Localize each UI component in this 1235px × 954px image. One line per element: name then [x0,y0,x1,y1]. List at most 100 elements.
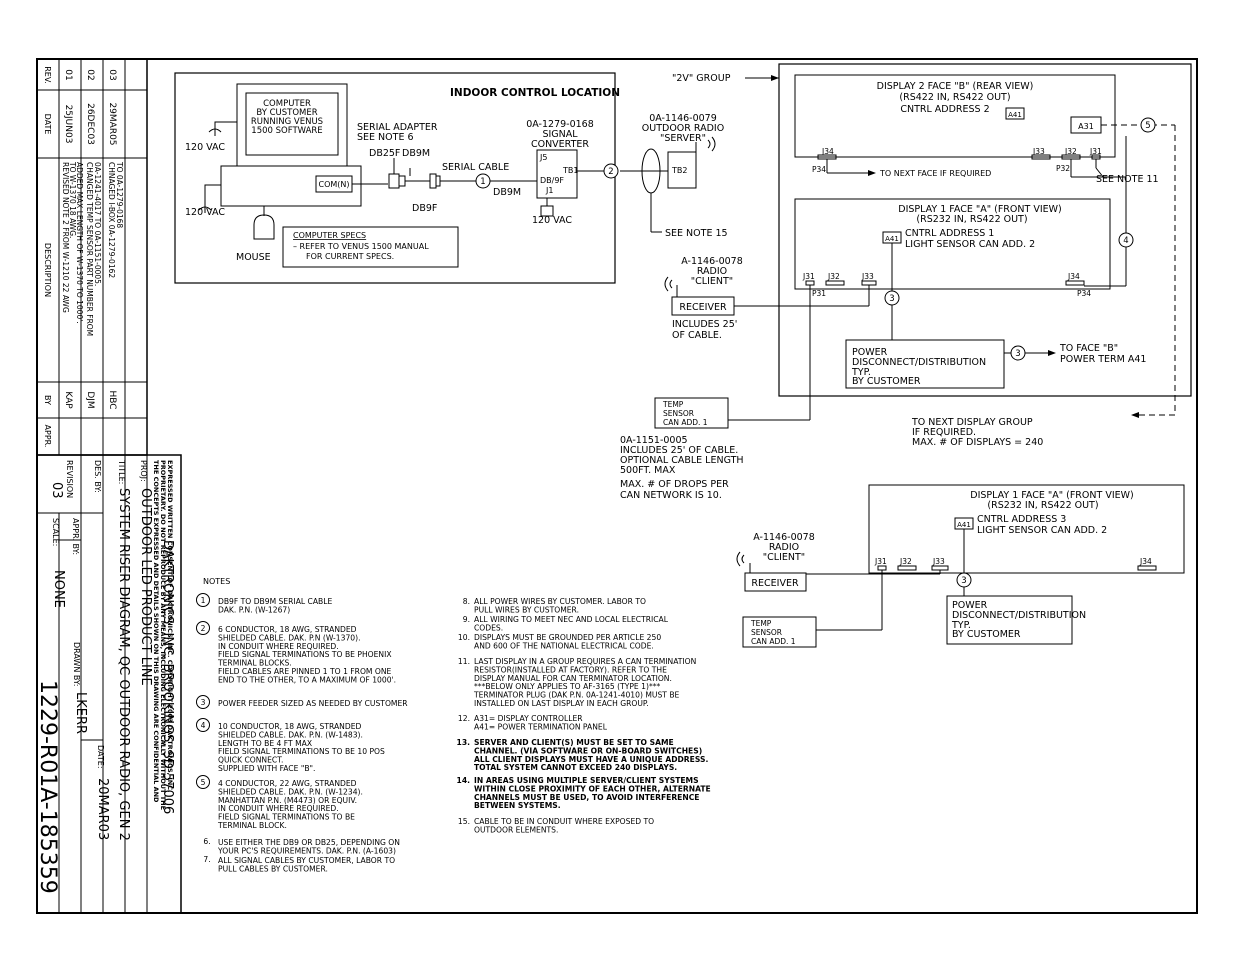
note-bubble [196,718,210,732]
serial-cable-label: SERIAL CABLE [442,162,509,173]
server-label: "SERVER" [660,133,706,144]
indoor-title: INDOOR CONTROL LOCATION [450,87,620,99]
vac-label: 120 VAC [185,142,225,153]
bubble-3-label: 3 [889,294,894,304]
computer-label: 1500 SOFTWARE [251,126,322,136]
db25f-label: DB25F [369,148,400,159]
by-header: BY [43,395,52,405]
note-text: SHIELDED CABLE. DAK. P.N (W-1370). [218,633,361,642]
cable-bubble-3 [884,290,900,306]
display-group-addr3: DISPLAY 1 FACE "A" (FRONT VIEW) (RS232 I… [736,484,1185,648]
group-label: "2V" GROUP [672,73,731,84]
temp-sensor-label: CAN ADD. 1 [663,418,708,427]
note-number: 3 [201,698,206,707]
power-dist-text: BY CUSTOMER [852,376,921,387]
receiver-label: RECEIVER [679,302,727,313]
radio-client-label: RADIO [769,542,799,553]
computer-specs-text: FOR CURRENT SPECS. [306,252,394,261]
tb1-label: TB1 [562,166,578,175]
face-a1-title: DISPLAY 1 FACE "A" (FRONT VIEW) [898,204,1061,215]
converter-label: SIGNAL [542,129,578,140]
note-number: 8. [463,597,470,606]
radio-client-label: A-1146-0078 [753,532,815,543]
note-text: 4 CONDUCTOR, 22 AWG, STRANDED [218,779,357,788]
radio-client-label: A-1146-0078 [681,256,743,267]
converter-label: CONVERTER [531,139,589,150]
temp-sensor-label: TEMP [662,400,684,409]
note-number: 15. [458,817,470,826]
note-text: SHIELDED CABLE. DAK. P.N. (W-1483). [218,730,363,739]
note-text: MANHATTAN P.N. (M4473) OR EQUIV. [218,796,357,805]
notes-right-column: 8.ALL POWER WIRES BY CUSTOMER. LABOR TOP… [457,597,711,834]
indoor-control-location: INDOOR CONTROL LOCATION COMPUTER BY CUST… [174,72,620,284]
p34-label: P34 [1077,289,1091,298]
receiver-label: RECEIVER [751,578,799,589]
note-text: SERVER AND CLIENT(S) MUST BE SET TO SAME [474,738,674,747]
rev-02-desc: CHANGED TEMP SENSOR PART NUMBER FROM [85,162,94,336]
j31-label: J31 [802,272,815,281]
face-b-title: DISPLAY 2 FACE "B" (REAR VIEW) [877,81,1034,92]
power-plug-icon [198,121,237,213]
next-group-text: MAX. # OF DISPLAYS = 240 [912,437,1043,448]
face-a1-line: CNTRL ADDRESS 1 [905,228,994,239]
j34-label: J34 [1139,557,1152,566]
p34-label: P34 [812,165,826,174]
rev-02: 02 [85,69,95,80]
appr-by-label: APPR. BY: [71,518,80,555]
face-a3-line: LIGHT SENSOR CAN ADD. 2 [977,525,1107,536]
bubble-4-label: 4 [1123,236,1128,246]
rev-01-date: 25JUN03 [63,105,73,144]
power-distribution-box-2 [946,595,1073,645]
rev-03: 03 [107,69,117,80]
temp-sensor-label: SENSOR [751,628,782,637]
p32-label: P32 [1056,164,1070,173]
to-face-b: TO FACE "B" [1059,343,1118,354]
note-text: IN CONDUIT WHERE REQUIRED. [218,642,339,651]
note-number: 7. [203,855,210,864]
rev-03-desc: CHNAGED I-BOX 0A-1279-0162 [107,162,116,278]
notes-heading: NOTES [203,577,230,586]
revision-headers: REV. DATE DESCRIPTION BY APPR. [43,66,52,447]
rev-01-desc: TO W-1370 18 AWG. [68,161,77,238]
power-dist-text: BY CUSTOMER [952,629,1021,640]
j33-label: J33 [1032,147,1045,156]
computer-specs-text: – REFER TO VENUS 1500 MANUAL [293,242,429,251]
appr-header: APPR. [43,425,52,448]
note-number: 14. [457,776,471,785]
includes-cable: OF CABLE. [672,330,722,341]
display-face-a1 [794,198,1111,290]
scale-label: SCALE: [51,518,60,546]
max-drops-text: CAN NETWORK IS 10. [620,490,722,501]
note-text: TERMINAL BLOCKS. [217,659,292,668]
display-group-2v: "2V" GROUP DISPLAY 2 FACE "B" (REAR VIEW… [672,63,1192,418]
note-text: 6 CONDUCTOR, 18 AWG, STRANDED [218,625,357,634]
note-bubble [196,593,210,607]
vac-label: 120 VAC [185,207,225,218]
computer-label: RUNNING VENUS [251,117,323,127]
display-face-b [794,74,1116,158]
db9m-converter-label: DB9M [493,187,521,198]
power-dist-text: DISCONNECT/DISTRIBUTION [952,610,1086,621]
receiver-box-2 [744,572,807,592]
confidential-notice: THE CONCEPTS EXPRESSED AND DETAILS SHOWN… [152,460,160,803]
db9f-j1-label: DB/9F [540,176,564,185]
j33-label: J33 [932,557,945,566]
note-text: QUICK CONNECT. [218,756,283,765]
revision-rows: 01 25JUN03 REVISED NOTE 2 FROM W-1210 22… [61,69,124,409]
j1-label: J1 [545,186,553,195]
note-bubble [196,621,210,635]
includes-cable: INCLUDES 25' [672,319,737,330]
note-text: RESISTOR(INSTALLED AT FACTORY). REFER TO… [474,665,667,674]
computer-specs-title: COMPUTER SPECS [293,231,366,240]
note-text: DISPLAY MANUAL FOR CAN TERMINATOR LOCATI… [474,674,672,683]
bubble-1-label: 1 [480,177,485,187]
power-dist-text: TYP. [851,367,871,378]
proj-label: PROJ: [139,460,148,482]
a41-label: A41 [885,235,899,243]
rev-01-desc: ADDED MAX LENGTH OF W-1370 TO 1000'. [75,162,84,324]
a41-label: A41 [957,521,971,529]
face-a1-line: LIGHT SENSOR CAN ADD. 2 [905,239,1035,250]
j31-label: J31 [874,557,887,566]
rev-02-by: DJM [85,391,95,408]
